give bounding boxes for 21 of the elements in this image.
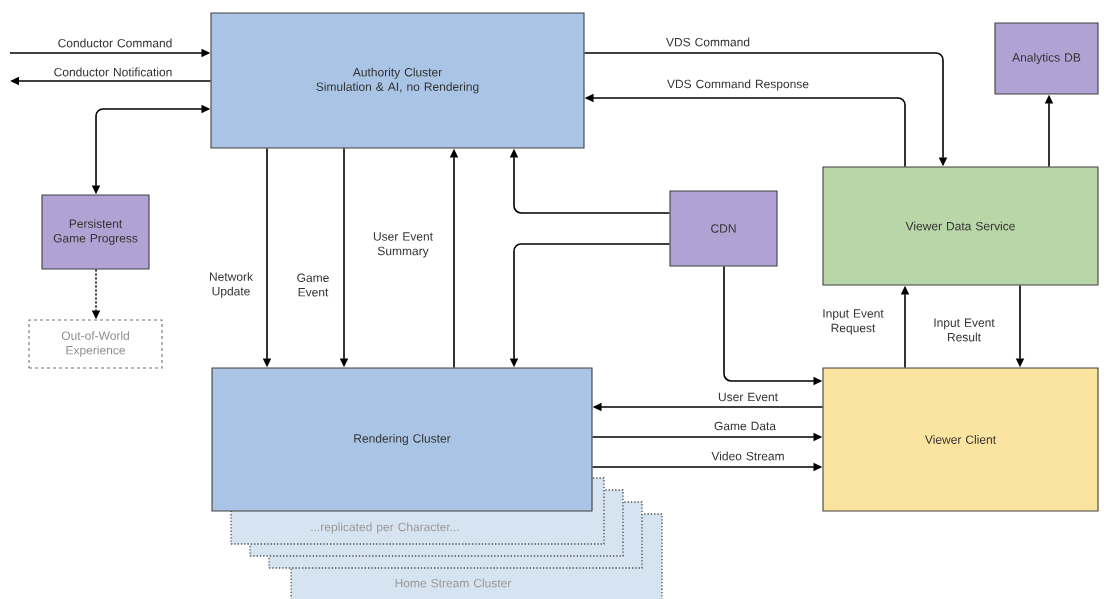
edge-label: Conductor Command <box>58 38 172 48</box>
service-box: Persistent Game Progress <box>41 194 150 270</box>
edge-label: Video Stream <box>711 451 784 461</box>
cluster-box: Authority Cluster Simulation & AI, no Rendering <box>210 12 585 149</box>
edge-label: User Event Summary <box>373 232 433 258</box>
service-box: Analytics DB <box>994 22 1099 95</box>
edge-label: Input Event Result <box>934 318 995 342</box>
edge-label: Game Data <box>714 421 776 431</box>
dashed-box: Out-of-World Experience <box>28 319 163 369</box>
client-box: Viewer Client <box>822 367 1099 512</box>
edge-label: Game Event <box>297 273 329 297</box>
service-box: CDN <box>669 190 778 267</box>
edge-label: Conductor Notification <box>54 67 172 77</box>
edge-label: VDS Command Response <box>667 79 809 91</box>
cluster-box: Rendering Cluster <box>211 367 593 512</box>
edge-label: Network Update <box>210 272 254 298</box>
service-box: Viewer Data Service <box>822 166 1099 286</box>
node-label: Home Stream Cluster <box>395 578 512 588</box>
edge-label: VDS Command <box>666 37 750 47</box>
edge-label: Input Event Request <box>823 309 884 335</box>
edge-label: User Event <box>718 392 778 402</box>
